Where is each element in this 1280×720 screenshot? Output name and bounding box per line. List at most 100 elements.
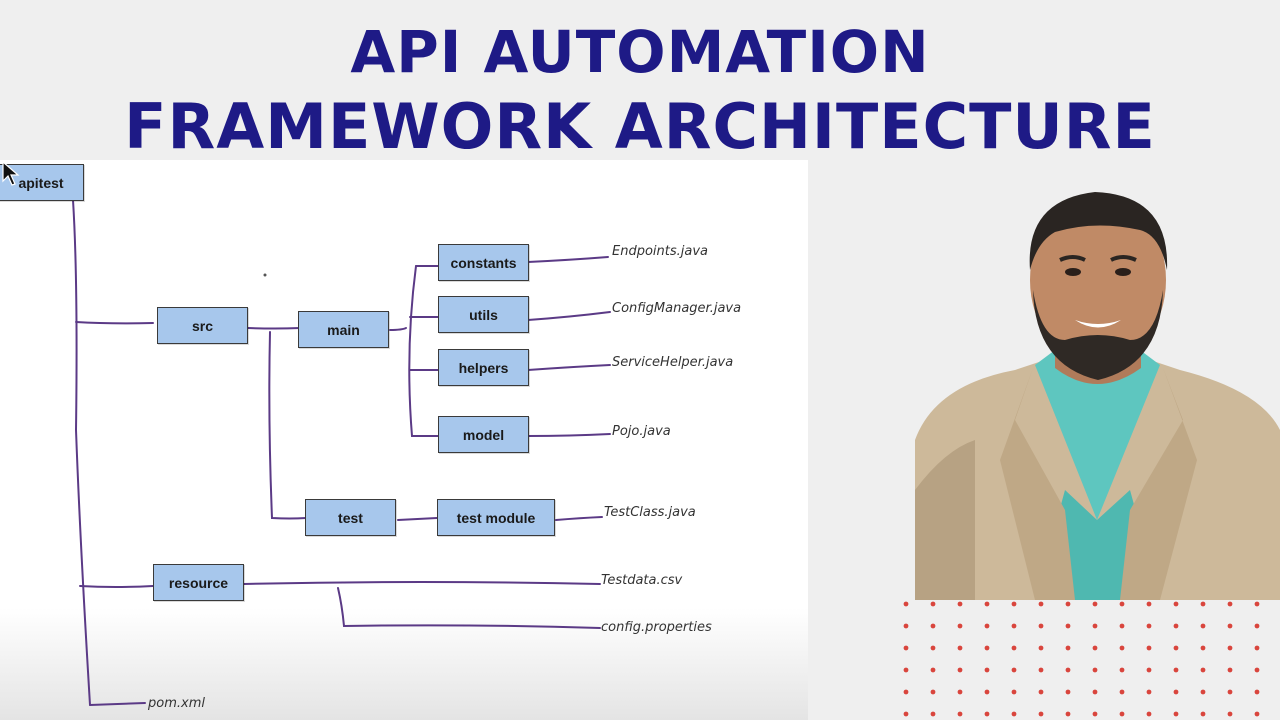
file-config-properties: config.properties [601, 620, 712, 635]
decorative-dot [1092, 645, 1098, 651]
decorative-dot [1011, 601, 1017, 607]
decorative-dot [984, 667, 990, 673]
decorative-dot [1200, 711, 1206, 717]
decorative-dot [1227, 711, 1233, 717]
decorative-dot [903, 623, 909, 629]
page-title-line-1: API AUTOMATION [350, 18, 930, 86]
file-pojo: Pojo.java [612, 424, 671, 439]
main-connector [247, 327, 301, 330]
decorative-dot [1119, 623, 1125, 629]
decorative-dot [1038, 689, 1044, 695]
decorative-dot [1254, 623, 1260, 629]
decorative-dot [1173, 667, 1179, 673]
diagram-connectors [72, 199, 611, 706]
config-manager-connector [527, 311, 611, 321]
decorative-dot [1200, 667, 1206, 673]
trunk-connector [72, 199, 91, 706]
decorative-dot [1173, 623, 1179, 629]
test-connector [268, 331, 307, 520]
decorative-dot [1092, 601, 1098, 607]
decorative-dot [984, 711, 990, 717]
pom-connector [89, 702, 146, 706]
decorative-dot [903, 645, 909, 651]
decorative-dot [1065, 623, 1071, 629]
decorative-dot [903, 667, 909, 673]
file-service-helper: ServiceHelper.java [612, 355, 734, 370]
decorative-dot [1092, 689, 1098, 695]
node-constants: constants [438, 244, 529, 281]
decorative-dot [1146, 667, 1152, 673]
file-testclass: TestClass.java [604, 505, 696, 520]
decorative-dot [1065, 667, 1071, 673]
decorative-dot [1254, 711, 1260, 717]
testdata-connector [243, 581, 601, 585]
decorative-dot [930, 711, 936, 717]
decorative-dot [1146, 689, 1152, 695]
file-endpoints: Endpoints.java [612, 244, 709, 259]
decorative-dot [957, 667, 963, 673]
decorative-dot [1200, 601, 1206, 607]
decorative-dot [957, 711, 963, 717]
node-model: model [438, 416, 529, 453]
decorative-dot [1200, 689, 1206, 695]
decorative-dot [957, 623, 963, 629]
decorative-dot [1254, 689, 1260, 695]
decorative-dot [1038, 711, 1044, 717]
decorative-dot [1254, 645, 1260, 651]
file-config-manager: ConfigManager.java [612, 301, 742, 316]
node-main: main [298, 311, 389, 348]
mouse-cursor-icon [2, 160, 20, 186]
decorative-dot [1092, 711, 1098, 717]
service-helper-connector [527, 364, 611, 371]
config-properties-connector [337, 587, 601, 629]
decorative-dot [903, 601, 909, 607]
decorative-dot [1119, 601, 1125, 607]
node-utils: utils [438, 296, 529, 333]
resource-connector [79, 585, 154, 588]
decorative-dot [1119, 645, 1125, 651]
decorative-dot [1119, 711, 1125, 717]
decorative-dot [1038, 601, 1044, 607]
page-title-line-2: FRAMEWORK ARCHITECTURE [124, 90, 1156, 163]
decorative-dot [1119, 667, 1125, 673]
decorative-dot [1200, 645, 1206, 651]
decorative-dot [1146, 711, 1152, 717]
decorative-dot [1092, 667, 1098, 673]
decorative-dot [1038, 645, 1044, 651]
decorative-dot [930, 645, 936, 651]
src-connector [75, 321, 154, 325]
node-test: test [305, 499, 396, 536]
file-testdata: Testdata.csv [601, 573, 683, 588]
decorative-dot [1065, 601, 1071, 607]
decorative-dot [957, 601, 963, 607]
decorative-dot [930, 689, 936, 695]
decorative-dot [1227, 623, 1233, 629]
testclass-connector [555, 516, 603, 521]
decorative-dot [930, 623, 936, 629]
decorative-dot [903, 689, 909, 695]
decorative-dot [1011, 623, 1017, 629]
node-resource: resource [153, 564, 244, 601]
decorative-dot [1038, 667, 1044, 673]
decorative-dot [1119, 689, 1125, 695]
decorative-dot [1227, 689, 1233, 695]
decorative-dot [1065, 689, 1071, 695]
main-branch-connector [408, 265, 439, 437]
decorative-dot [1254, 667, 1260, 673]
decorative-dot [1200, 623, 1206, 629]
decorative-dot [1254, 601, 1260, 607]
decorative-dot [957, 645, 963, 651]
node-helpers: helpers [438, 349, 529, 386]
decorative-dot [984, 601, 990, 607]
architecture-diagram: apitest src main constants utils helpers… [0, 160, 808, 720]
decorative-dot [957, 689, 963, 695]
decorative-dot [1011, 711, 1017, 717]
decorative-dot [1092, 623, 1098, 629]
decorative-dot [1173, 689, 1179, 695]
pojo-connector [527, 433, 611, 437]
decorative-dot [1146, 623, 1152, 629]
decorative-dot [984, 689, 990, 695]
decorative-dot [1173, 711, 1179, 717]
decorative-dot [1011, 645, 1017, 651]
endpoints-connector [527, 256, 609, 263]
